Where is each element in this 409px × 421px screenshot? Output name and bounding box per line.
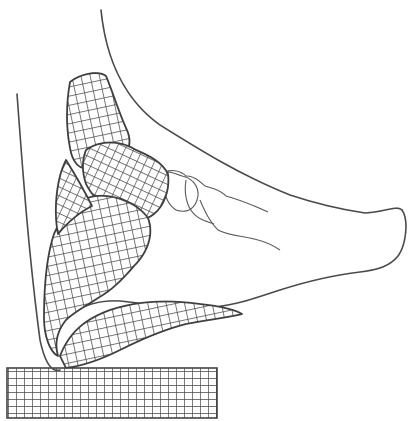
plantar-mesh	[60, 302, 242, 368]
metatarsal-upper	[185, 180, 214, 224]
metatarsal-lower	[200, 200, 280, 250]
midfoot-bones	[160, 171, 268, 212]
ground-block	[7, 368, 217, 418]
